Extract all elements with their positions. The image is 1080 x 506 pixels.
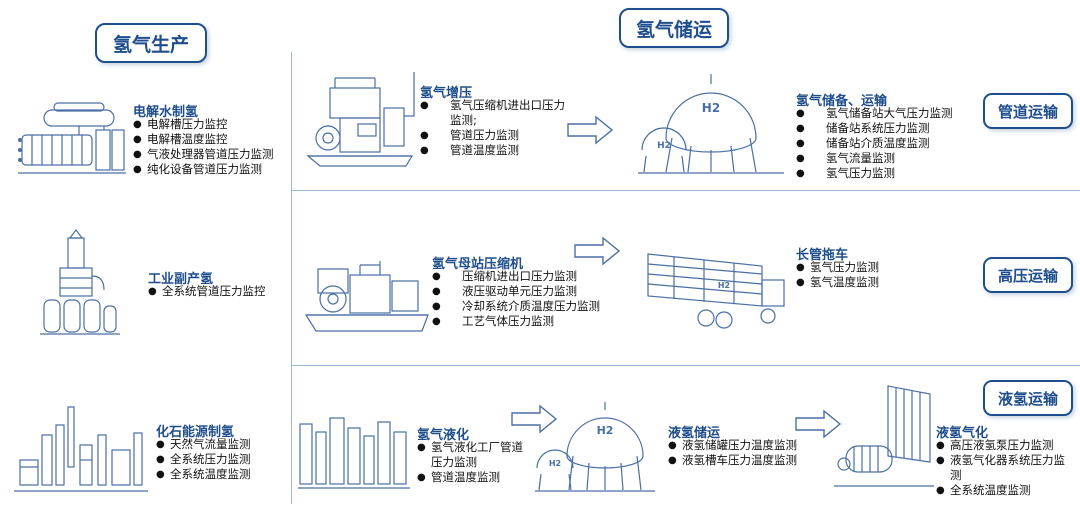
list-item: 管道温度监测 — [417, 470, 527, 485]
storage-transport-header: 氢气储运 — [619, 8, 729, 48]
mother-station-list: 压缩机进出口压力监测 液压驱动单元压力监测 冷却系统介质温度压力监测 工艺气体压… — [432, 269, 618, 329]
list-item: 氢气储备站大气压力监测 — [796, 106, 976, 121]
flow-arrow-icon — [795, 409, 842, 439]
list-item: 氢气压缩机进出口压力监测; — [420, 98, 566, 128]
high-pressure-transport-badge: 高压运输 — [983, 257, 1073, 293]
list-item: 液压驱动单元压力监测 — [432, 284, 618, 299]
storage-list: 氢气储备站大气压力监测 储备站系统压力监测 储备站介质温度监测 氢气流量监测 氢… — [796, 106, 976, 181]
list-item: 工艺气体压力监测 — [432, 314, 618, 329]
tank-label-small: H2 — [549, 459, 561, 468]
electrolysis-list: 电解槽压力监控 电解槽温度监控 气液处理器管道压力监测 纯化设备管道压力监测 — [133, 117, 291, 177]
trailer-label: H2 — [718, 281, 730, 290]
tank-label: H2 — [597, 424, 614, 437]
liquefaction-list: 氢气液化工厂管道压力监测 管道温度监测 — [417, 440, 527, 485]
list-item: 氢气液化工厂管道压力监测 — [417, 440, 527, 470]
refinery-illustration — [14, 406, 148, 492]
flow-arrow-icon — [567, 115, 614, 145]
list-item: 管道压力监测 — [420, 128, 566, 143]
production-header-label: 氢气生产 — [112, 33, 189, 56]
list-item: 全系统温度监测 — [156, 467, 288, 482]
vertical-divider — [291, 52, 292, 504]
mother-station-compressor-illustration — [304, 261, 429, 332]
industrial-plant-illustration — [40, 229, 120, 335]
high-pressure-transport-label: 高压运输 — [997, 266, 1058, 285]
list-item: 全系统温度监测 — [936, 483, 1076, 498]
vaporizer-illustration — [834, 385, 934, 487]
flow-arrow-icon — [511, 404, 558, 434]
list-item: 氢气温度监测 — [796, 275, 916, 290]
list-item: 天然气流量监测 — [156, 437, 288, 452]
fossil-list: 天然气流量监测 全系统压力监测 全系统温度监测 — [156, 437, 288, 482]
production-header: 氢气生产 — [95, 23, 207, 63]
compression-list: 氢气压缩机进出口压力监测; 管道压力监测 管道温度监测 — [420, 98, 566, 158]
list-item: 冷却系统介质温度压力监测 — [432, 299, 618, 314]
row-divider-1 — [291, 190, 1080, 191]
list-item: 全系统管道压力监控 — [148, 284, 288, 299]
list-item: 液氢储罐压力温度监测 — [668, 438, 818, 453]
electrolyzer-illustration — [18, 102, 126, 174]
tank-label-small: H2 — [657, 141, 671, 151]
flow-arrow-icon — [574, 236, 621, 266]
list-item: 管道温度监测 — [420, 143, 566, 158]
list-item: 储备站介质温度监测 — [796, 136, 976, 151]
tube-trailer-illustration: H2 — [647, 253, 785, 329]
list-item: 储备站系统压力监测 — [796, 121, 976, 136]
list-item: 电解槽温度监控 — [133, 132, 291, 147]
liquefaction-plant-illustration — [298, 417, 410, 489]
tank-label: H2 — [702, 101, 720, 115]
tube-trailer-list: 氢气压力监测 氢气温度监测 — [796, 260, 916, 290]
lh2-storage-list: 液氢储罐压力温度监测 液氢槽车压力温度监测 — [668, 438, 818, 468]
list-item: 氢气压力监测 — [796, 260, 916, 275]
spherical-tank-illustration: H2 H2 — [638, 74, 784, 174]
vaporization-list: 高压液氢泵压力监测 液氢气化器系统压力监测 全系统温度监测 — [936, 438, 1076, 498]
list-item: 氢气流量监测 — [796, 151, 976, 166]
liquid-hydrogen-transport-badge: 液氢运输 — [983, 380, 1073, 416]
liquid-hydrogen-tank-illustration: H2 H2 — [535, 402, 655, 492]
list-item: 液氢气化器系统压力监测 — [936, 453, 1076, 483]
list-item: 液氢槽车压力温度监测 — [668, 453, 818, 468]
list-item: 高压液氢泵压力监测 — [936, 438, 1076, 453]
list-item: 压缩机进出口压力监测 — [432, 269, 618, 284]
list-item: 纯化设备管道压力监测 — [133, 162, 291, 177]
pipeline-transport-badge: 管道运输 — [983, 93, 1073, 129]
byproduct-list: 全系统管道压力监控 — [148, 284, 288, 299]
list-item: 全系统压力监测 — [156, 452, 288, 467]
row-divider-2 — [291, 365, 1080, 366]
list-item: 电解槽压力监控 — [133, 117, 291, 132]
liquid-hydrogen-transport-label: 液氢运输 — [997, 389, 1058, 408]
pipeline-transport-label: 管道运输 — [997, 102, 1058, 121]
storage-transport-header-label: 氢气储运 — [635, 18, 712, 41]
compressor-illustration — [306, 72, 415, 167]
list-item: 氢气压力监测 — [796, 166, 976, 181]
list-item: 气液处理器管道压力监测 — [133, 147, 291, 162]
